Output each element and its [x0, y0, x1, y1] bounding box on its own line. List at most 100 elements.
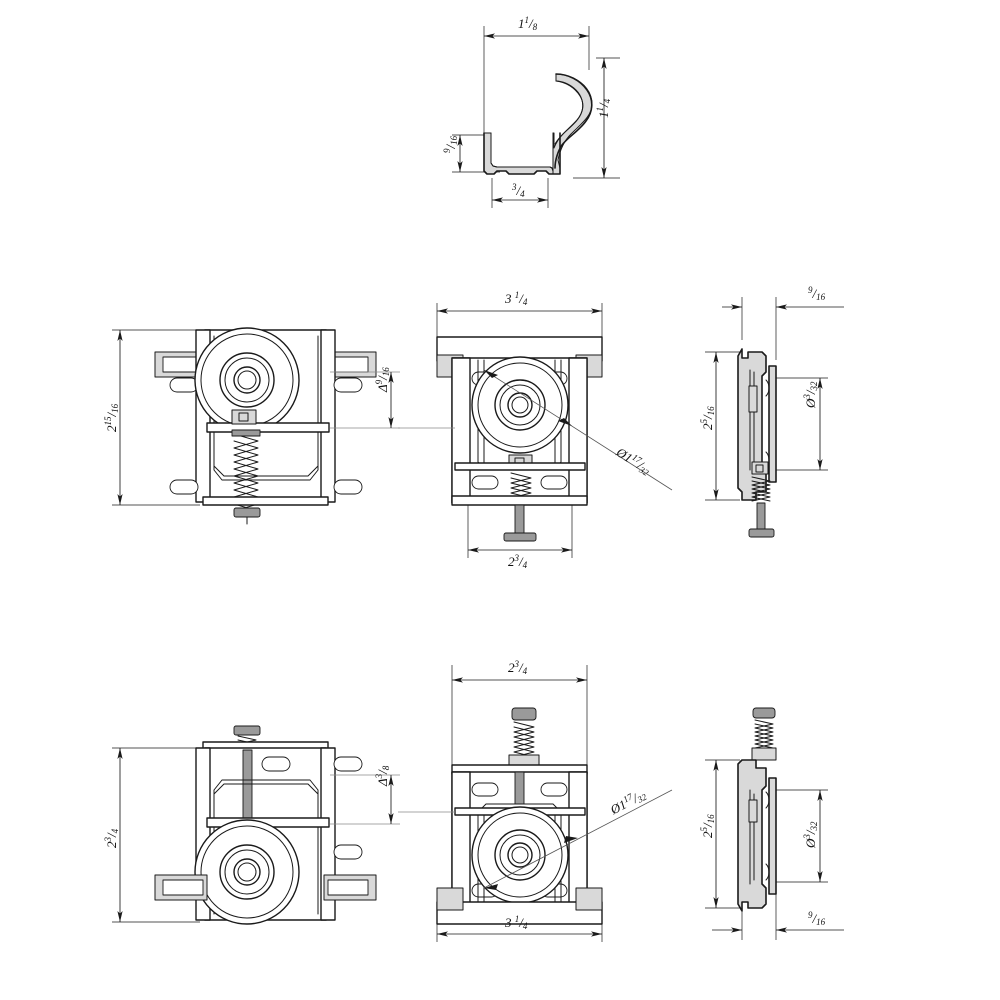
view-hanger-plan-bottom-mount: 23/4 3 1/4 Ø117/32	[398, 659, 673, 942]
dim-text-wheel-thickness: Ø3/32	[802, 381, 819, 409]
dim-text-bs-height: 25/16	[699, 814, 716, 838]
plan-spring	[510, 472, 532, 499]
view-hanger-plan-top-mount: 3 1/4 23/4 Ø117/32	[398, 290, 673, 570]
bs-spring-cap	[751, 747, 777, 761]
dim-text-profile-width: 11/8	[518, 15, 538, 32]
bm-wheel-ring	[200, 825, 294, 919]
bp-slot-tl	[471, 782, 499, 797]
wheel-bore-inner	[237, 370, 257, 390]
bm-left-wing-inner	[162, 879, 204, 896]
view-hanger-front-bottom-mount: 23/4 Δ3/8	[103, 725, 400, 925]
plan-left-rail	[451, 357, 471, 504]
dim-text-channel-height: 9/16	[442, 135, 459, 153]
side-wheel-disc-outline	[768, 365, 777, 483]
bs-bolt-head	[752, 707, 776, 719]
bolt-head	[233, 507, 261, 518]
bp-wing-left-end	[436, 887, 464, 911]
bp-bolt-head	[511, 707, 537, 721]
dim-text-bm-adjust: Δ3/8	[374, 765, 391, 787]
dim-text-bm-height: 23/4	[103, 828, 120, 848]
dim-text-adjust-9-16: Δ9/16	[374, 367, 391, 393]
dim-text-bs-thickness: 9/16	[808, 910, 826, 927]
plan-bottom-plate	[451, 495, 588, 506]
dim-text-bs-wheel-thickness: Ø3/32	[802, 821, 819, 849]
bs-spring	[754, 719, 774, 749]
view-track-profile: 11/8 11/4 9/16 3/4	[442, 15, 620, 208]
bp-bottom-wing-bar	[436, 901, 603, 925]
plan-bolt-head	[503, 532, 537, 542]
dim-text-width-2-3-4: 23/4	[508, 553, 528, 570]
wheel-hub-ring	[224, 357, 270, 403]
dim-text-bp-top-width: 23/4	[508, 659, 528, 676]
inner-stiffener-outline	[213, 335, 319, 481]
bottom-plate	[202, 496, 329, 506]
dim-text-side-height: 25/16	[699, 406, 716, 430]
slot-top-right	[333, 377, 363, 393]
bp-slot-tr	[540, 782, 568, 797]
bp-wheel-ring	[477, 812, 563, 898]
spring-seat-boss	[231, 409, 257, 425]
plan-seat-plate	[454, 462, 586, 471]
view-hanger-side-top-mount: 9/16 25/16 Ø3/32	[699, 285, 844, 538]
bp-hub-ring	[499, 834, 541, 876]
channel-outer-edge	[483, 132, 561, 175]
bm-bolt-shank	[242, 749, 253, 821]
right-flange	[320, 329, 336, 503]
bm-slot-tr	[333, 756, 363, 772]
bp-wing-right-end	[575, 887, 603, 911]
dim-text-channel-width: 3/4	[511, 182, 525, 199]
channel-inner-edge	[490, 132, 554, 172]
bp-bolt-shank	[514, 771, 525, 805]
dim-text-width-3-1-4: 3 1/4	[504, 290, 528, 307]
bp-leader-dia	[483, 789, 673, 889]
bm-hub-ring	[224, 849, 270, 895]
bp-leader-arrow-start	[484, 884, 498, 890]
bm-bolt-head	[233, 725, 261, 736]
slot-bottom-left	[169, 479, 199, 495]
spring-seat-plate	[206, 422, 330, 433]
bs-wheel-disc	[768, 777, 777, 895]
hook-inner-curve	[554, 80, 584, 145]
bp-bore-inner	[511, 846, 529, 864]
side-wheel-disc	[768, 365, 777, 483]
dim-text-profile-height: 11/4	[595, 98, 612, 118]
plan-bore-inner	[511, 396, 529, 414]
dim-text-height-215-16: 215/16	[103, 403, 120, 432]
plan-bolt-shank	[514, 504, 525, 536]
inner-stiffener-lower-edge	[213, 465, 319, 477]
bm-slot-tl	[261, 756, 291, 772]
spring-top-cap	[231, 429, 261, 437]
bs-wheel-groove-marks	[765, 791, 770, 881]
side-bolt-head	[748, 528, 775, 538]
leader-wheel-dia	[483, 369, 673, 491]
side-boss-detail	[755, 464, 764, 473]
bs-slot-detail	[748, 799, 758, 823]
plan-slot-bl	[471, 475, 499, 490]
slot-top-left	[169, 377, 199, 393]
leader-arrow-dia-end	[558, 418, 572, 426]
bs-bracket-outline	[737, 759, 767, 912]
view-hanger-front-top-mount: 215/16 Δ9/16	[103, 327, 400, 525]
hook-outer-curve	[554, 73, 593, 169]
view-hanger-side-bottom-mount: 25/16 Ø3/32 9/16	[699, 707, 844, 940]
dim-text-side-thickness: 9/16	[808, 285, 826, 302]
bm-right-wing-inner	[327, 879, 369, 896]
leader-arrow-dia-start	[484, 370, 498, 378]
bm-inner-stiffener	[213, 779, 319, 915]
slot-bottom-right	[333, 479, 363, 495]
side-slot-detail	[748, 385, 758, 413]
bm-stiffener-edge	[213, 783, 319, 795]
side-bolt-shank	[756, 502, 766, 532]
plan-slot-br	[540, 475, 568, 490]
plan-hub-ring	[499, 384, 541, 426]
bm-bore-inner	[237, 862, 257, 882]
dim-text-bp-bottom-width: 3 1/4	[504, 914, 528, 931]
plan-wheel-ring	[477, 362, 563, 448]
bm-slot-br	[333, 844, 363, 860]
plan-right-rail	[568, 357, 588, 504]
boss-detail	[238, 412, 249, 422]
side-spring	[751, 476, 771, 502]
bp-leader-arrow-end	[564, 836, 578, 843]
